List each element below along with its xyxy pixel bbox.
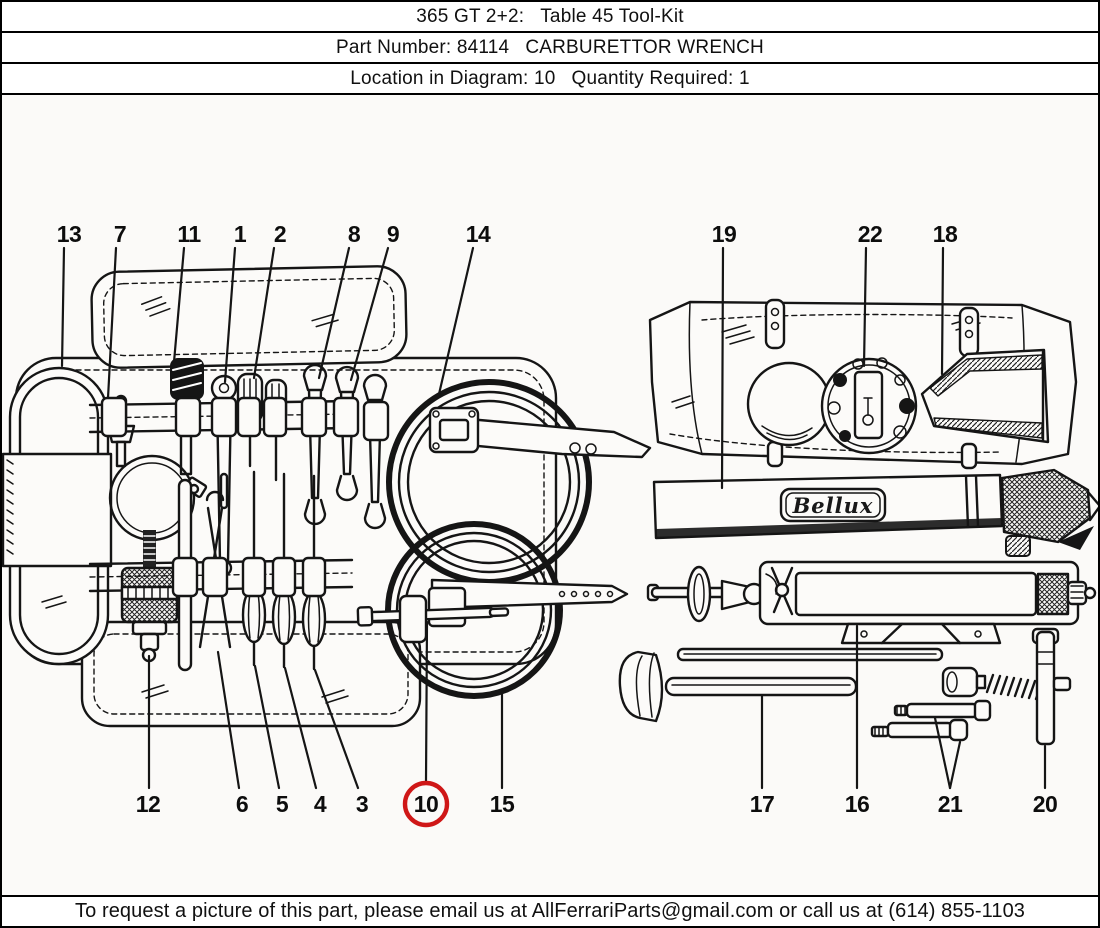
callout-2-leader [252,246,276,380]
location-in-diagram: Location in Diagram: 10 [350,67,556,89]
callout-8: 8 [348,221,361,247]
callout-20: 20 [1033,791,1058,817]
flashlight-head [1000,468,1092,544]
callout-21: 21 [938,791,963,817]
jack-screw-tbar [941,627,1072,746]
model-name: 365 GT 2+2: [416,5,525,27]
header-row-model: 365 GT 2+2: Table 45 Tool-Kit [2,2,1098,33]
callout-14: 14 [466,221,491,247]
hose-coil-15 [385,521,563,699]
upper-keeper-loops [100,396,390,442]
callout-7: 7 [114,221,126,247]
spare-bulb [746,361,832,447]
callout-5-leader [253,664,281,790]
leather-funnel [920,348,1050,444]
callout-21-leader [948,740,962,790]
callout-14-leader [437,246,475,396]
bellux-label: Bellux [792,493,874,518]
callout-11-leader [172,246,186,364]
callout-17: 17 [750,791,775,817]
callout-22: 22 [858,221,883,247]
callout-4-leader [283,666,318,790]
callout-10-leader [424,620,429,783]
callout-3-leader [313,668,360,790]
callout-6-leader [216,650,241,790]
table-name: Table 45 Tool-Kit [540,5,684,27]
carb-wrench-loop [398,594,428,644]
mallet [618,650,858,723]
callout-3: 3 [356,791,368,817]
callout-13: 13 [57,221,82,247]
callout-1: 1 [234,221,247,247]
tommy-bar [646,565,766,623]
callout-18-leader [940,246,945,376]
callout-10: 10 [414,791,439,817]
callout-22-leader [862,246,868,368]
bellux-flashlight: Bellux [652,468,1098,557]
callout-21-leader [933,716,952,790]
callout-13-leader [60,246,66,368]
callout-9-leader [349,246,390,382]
callout-6: 6 [236,791,248,817]
callout-7-leader [106,246,118,400]
part-name: CARBURETTOR WRENCH [525,36,764,58]
lower-keeper-loops [171,556,327,598]
toolkit-diagram: Bellux [2,95,1098,895]
callout-18: 18 [933,221,958,247]
callout-11: 11 [177,221,201,247]
callout-15: 15 [490,791,515,817]
header-row-location: Location in Diagram: 10 Quantity Require… [2,64,1098,95]
callout-19: 19 [712,221,737,247]
callout-12: 12 [136,791,161,817]
callout-16: 16 [845,791,870,817]
right-kit: Bellux [618,298,1098,746]
tool-roll [2,265,652,728]
extension-rod [676,647,944,662]
footer-row: To request a picture of this part, pleas… [2,895,1098,926]
callout-2: 2 [274,221,286,247]
wheel-bolts [870,699,992,742]
bulb-kit-disc [820,357,918,455]
callout-5: 5 [276,791,289,817]
roll-strap-upper [428,406,652,459]
contact-text: To request a picture of this part, pleas… [74,900,1026,922]
callout-9: 9 [387,221,399,247]
highlight-circle [402,780,450,828]
part-number: Part Number: 84114 [336,36,510,58]
callout-4: 4 [314,791,327,817]
header-row-part: Part Number: 84114 CARBURETTOR WRENCH [2,33,1098,64]
quantity-required: Quantity Required: 1 [571,67,750,89]
scissor-jack [758,560,1097,645]
callout-1-leader [223,246,237,384]
callout-19-leader [720,246,725,490]
hose-clamp-assembly [108,454,208,663]
oval-pouch [2,366,113,666]
callout-8-leader [317,246,351,380]
